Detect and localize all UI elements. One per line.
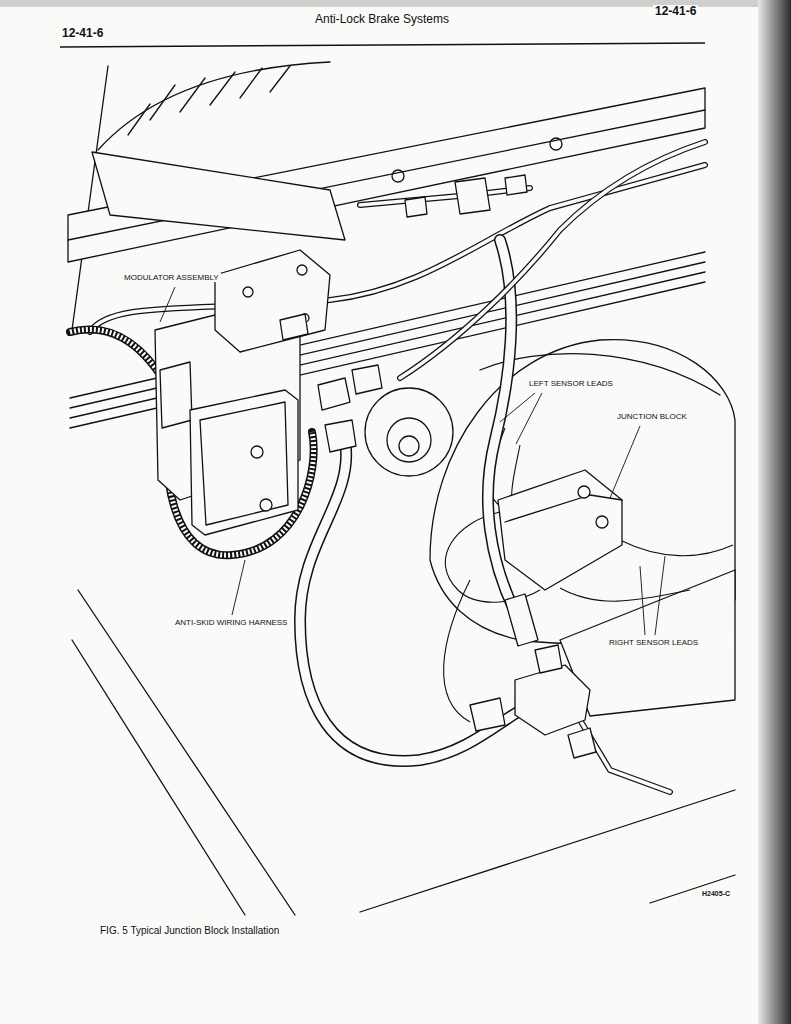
sensor-wire <box>444 580 470 722</box>
fitting-nut <box>325 420 356 452</box>
running-title: Anti-Lock Brake Systems <box>313 13 451 27</box>
leader-line <box>232 560 245 615</box>
modulator-top <box>215 250 330 352</box>
tire-outline <box>98 62 330 150</box>
modulator-cover <box>190 390 298 535</box>
brake-tube <box>580 720 670 792</box>
callout-label: RIGHT SENSOR LEADS <box>607 638 700 647</box>
fitting-nut <box>470 645 596 758</box>
brake-tube <box>400 142 705 378</box>
brake-tube <box>580 720 670 792</box>
callout-label: MODULATOR ASSEMBLY <box>122 273 221 282</box>
brake-tube <box>360 188 530 205</box>
bolt <box>251 446 263 458</box>
frame-rail <box>72 590 295 915</box>
canister-cap <box>387 418 431 462</box>
header-rule <box>60 43 705 47</box>
brake-tube <box>400 142 705 378</box>
hose-fitting <box>505 594 538 646</box>
scan-shadow <box>758 0 791 1024</box>
canister-cap <box>399 436 419 456</box>
junction-block <box>498 470 622 590</box>
harness-connector <box>160 362 192 428</box>
figure-caption: FIG. 5 Typical Junction Block Installati… <box>98 925 281 937</box>
bolt <box>260 499 272 511</box>
bolt <box>297 265 307 275</box>
wiring-harness <box>70 329 165 382</box>
brake-tube <box>360 188 530 205</box>
fitting-nut <box>280 314 382 410</box>
axle-housing-rim <box>480 354 720 395</box>
crossmember-hole <box>550 138 562 150</box>
leader-line <box>500 393 542 444</box>
modulator-cover-face <box>200 402 288 525</box>
crossmember <box>68 88 705 262</box>
tee-fitting <box>455 178 490 214</box>
leader-line <box>610 426 640 498</box>
frame-edge <box>72 66 108 330</box>
floor-edge <box>360 790 735 912</box>
tube-nut <box>405 175 527 217</box>
crossmember-hole <box>392 170 404 182</box>
wiring-harness <box>70 329 165 382</box>
callout-label: JUNCTION BLOCK <box>615 412 689 421</box>
screw <box>578 486 590 498</box>
page-number: 12-41-6 <box>60 27 105 41</box>
screw <box>596 516 608 528</box>
page-number: 12-41-6 <box>653 5 698 19</box>
callout-label: ANTI-SKID WIRING HARNESS <box>173 618 289 627</box>
leader-line <box>160 287 175 322</box>
figure-code: H2405-C <box>700 890 732 898</box>
sensor-wire <box>620 540 733 556</box>
tire-tread <box>128 66 290 135</box>
callout-label: LEFT SENSOR LEADS <box>527 379 615 388</box>
canister <box>365 388 453 476</box>
leader-line <box>640 556 665 635</box>
mounting-bracket <box>92 152 345 240</box>
sensor-wire <box>560 588 690 601</box>
bolt <box>243 287 253 297</box>
tee-fitting <box>515 665 590 735</box>
crossmember-flange <box>68 110 705 240</box>
